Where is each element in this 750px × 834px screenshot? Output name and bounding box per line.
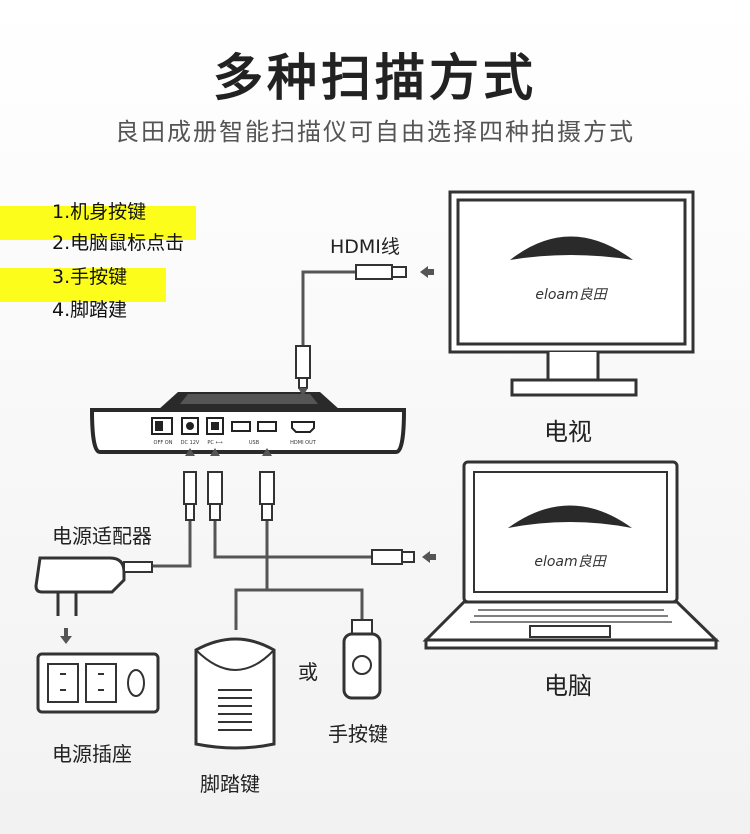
hdmi-plug-tv [355, 264, 434, 280]
power-adapter-icon [34, 556, 153, 644]
label-power-socket: 电源插座 [52, 742, 132, 766]
laptop-usb-plug [371, 549, 436, 565]
label-hdmi: HDMI线 [330, 236, 400, 258]
method-3: 3.手按键 [52, 266, 128, 288]
hdmi-plug-device [295, 345, 311, 389]
cables [150, 270, 372, 630]
label-tv: 电视 [544, 418, 592, 446]
page-title: 多种扫描方式 [213, 49, 537, 107]
foot-pedal-icon [194, 637, 276, 750]
port-arrows [185, 388, 308, 456]
pc-usb-plug [207, 471, 223, 521]
label-computer: 电脑 [544, 672, 592, 700]
tv-brand-logo: eloam良田 [535, 287, 608, 303]
port-label-dc: DC 12V [181, 440, 200, 446]
label-hand-button: 手按键 [328, 722, 388, 746]
method-2: 2.电脑鼠标点击 [52, 232, 185, 254]
laptop-brand-logo: eloam良田 [534, 554, 607, 570]
pedal-usb-plug [259, 471, 275, 521]
port-label-pc: PC ⟷ [207, 440, 222, 446]
port-label-hdmi: HDMI OUT [290, 440, 317, 446]
page-subtitle: 良田成册智能扫描仪可自由选择四种拍摄方式 [115, 118, 635, 146]
port-label-usb: USB [249, 440, 260, 446]
tv-icon [448, 190, 695, 397]
label-power-adapter: 电源适配器 [52, 524, 152, 548]
port-label-switch: OFF ON [154, 440, 173, 446]
laptop-icon [422, 460, 720, 650]
highlight-method-1 [0, 206, 196, 240]
method-1: 1.机身按键 [52, 201, 147, 223]
scanner-device [89, 392, 407, 454]
method-4: 4.脚踏建 [52, 299, 128, 321]
highlight-method-3 [0, 268, 166, 302]
power-socket-icon [36, 652, 160, 714]
dc-plug [183, 471, 197, 521]
label-or: 或 [298, 660, 318, 684]
hand-button-icon [342, 619, 382, 700]
label-foot-pedal: 脚踏键 [200, 772, 260, 796]
